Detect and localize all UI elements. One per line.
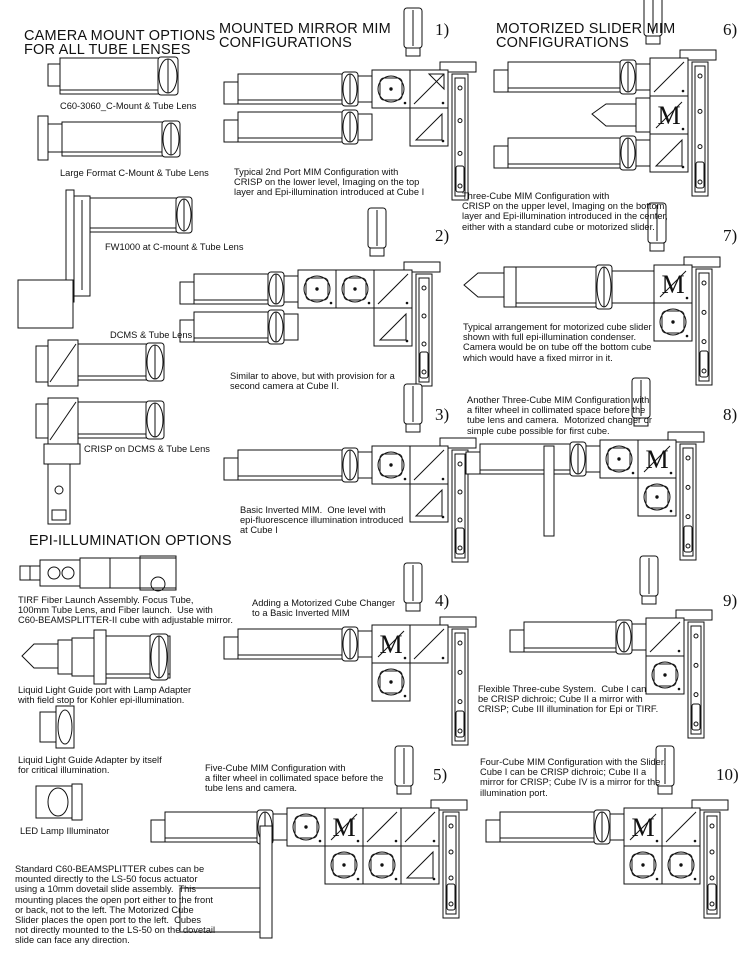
config-6-diagram: M xyxy=(494,0,716,196)
caption-config-4: Adding a Motorized Cube Changer to a Bas… xyxy=(252,598,396,619)
camera-mount-c60 xyxy=(48,57,178,95)
heading-camera-mount-options: CAMERA MOUNT OPTIONS FOR ALL TUBE LENSES xyxy=(24,28,216,58)
camera-mount-dcms xyxy=(36,340,164,386)
config-8-diagram: M xyxy=(466,378,704,560)
config-4-diagram: M xyxy=(224,563,476,745)
caption-tirf-fiber-launch: TIRF Fiber Launch Assembly. Focus Tube, … xyxy=(18,595,233,626)
caption-liquid-light-guide-port: Liquid Light Guide port with Lamp Adapte… xyxy=(18,685,192,706)
caption-config-5: Five-Cube MIM Configuration with a filte… xyxy=(205,763,384,794)
heading-epi-illumination-options: EPI-ILLUMINATION OPTIONS xyxy=(29,533,232,549)
caption-large-format-c-mount: Large Format C-Mount & Tube Lens xyxy=(60,168,209,178)
camera-mount-large-format xyxy=(38,116,180,160)
caption-led-lamp: LED Lamp Illuminator xyxy=(20,826,110,836)
caption-config-10: Four-Cube MIM Configuration with the Sli… xyxy=(480,757,667,798)
config-5-diagram: M xyxy=(151,746,467,938)
config-number-7: 7) xyxy=(723,226,738,245)
heading-mounted-mirror-configurations: MOUNTED MIRROR MIM CONFIGURATIONS xyxy=(219,21,391,51)
config-number-8: 8) xyxy=(723,405,738,424)
footnote-beamsplitter-mounting: Standard C60-BEAMSPLITTER cubes can be m… xyxy=(15,864,216,946)
epi-led-lamp xyxy=(36,784,82,820)
config-1-diagram xyxy=(224,8,476,200)
config-3-diagram xyxy=(224,384,476,562)
caption-fw1000: FW1000 at C-mount & Tube Lens xyxy=(105,242,244,252)
camera-mount-crisp-on-dcms xyxy=(36,398,164,524)
caption-dcms: DCMS & Tube Lens xyxy=(110,330,193,340)
caption-config-6: Three-Cube MIM Configuration with CRISP … xyxy=(462,191,668,232)
caption-c60-c-mount: C60-3060_C-Mount & Tube Lens xyxy=(60,101,197,111)
config-7-diagram: M xyxy=(464,203,720,385)
config-10-diagram: M xyxy=(486,746,728,918)
epi-liquid-light-guide-adapter xyxy=(40,706,74,748)
config-2-diagram xyxy=(180,208,440,386)
caption-liquid-light-guide-adapter: Liquid Light Guide Adapter by itself for… xyxy=(18,755,162,776)
config-number-6: 6) xyxy=(723,20,738,39)
config-number-9: 9) xyxy=(723,591,738,610)
caption-config-3: Basic Inverted MIM. One level with epi-f… xyxy=(240,505,404,536)
caption-config-1: Typical 2nd Port MIM Configuration with … xyxy=(234,167,425,198)
config-number-2: 2) xyxy=(435,226,450,245)
caption-config-8: Another Three-Cube MIM Configuration wit… xyxy=(467,395,653,436)
caption-config-9: Flexible Three-cube System. Cube I can b… xyxy=(478,684,659,715)
caption-config-2: Similar to above, but with provision for… xyxy=(230,371,395,392)
config-number-1: 1) xyxy=(435,20,450,39)
caption-config-7: Typical arrangement for motorized cube s… xyxy=(463,322,652,363)
config-number-3: 3) xyxy=(435,405,450,424)
config-9-diagram xyxy=(510,556,712,738)
config-number-10: 10) xyxy=(716,765,739,784)
epi-liquid-light-guide-port xyxy=(22,630,170,684)
config-number-4: 4) xyxy=(435,591,450,610)
config-number-5: 5) xyxy=(433,765,448,784)
camera-mount-fw1000 xyxy=(18,190,192,328)
epi-tirf-fiber-launch xyxy=(20,556,176,591)
caption-crisp-on-dcms: CRISP on DCMS & Tube Lens xyxy=(84,444,210,454)
heading-motorized-slider-configurations: MOTORIZED SLIDER MIM CONFIGURATIONS xyxy=(496,21,676,51)
